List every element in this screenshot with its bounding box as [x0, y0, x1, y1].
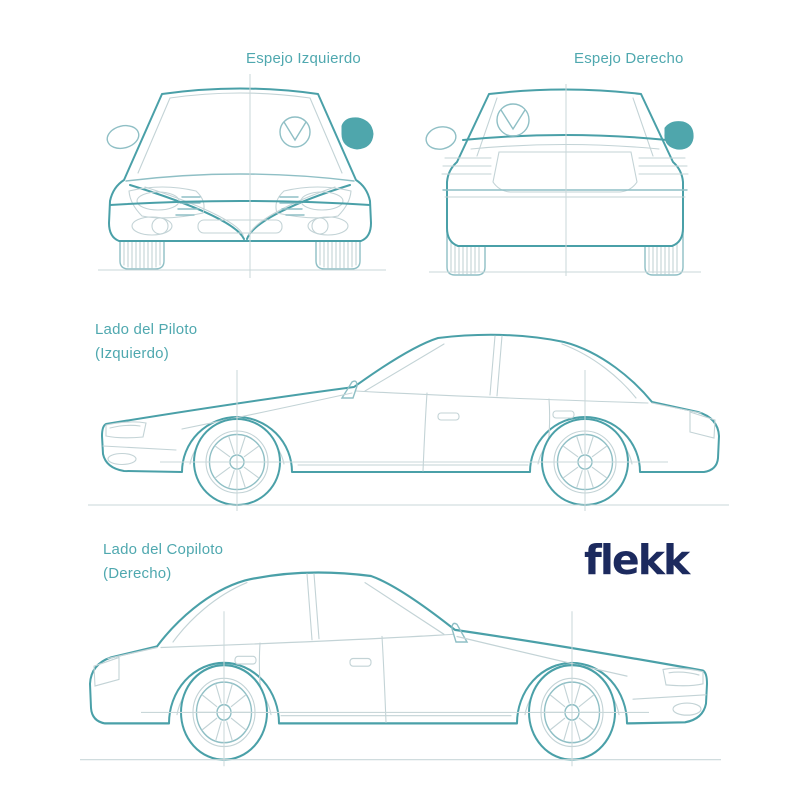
side-view-car [88, 333, 729, 511]
taillight [689, 411, 716, 439]
rear-body-outline [446, 88, 684, 247]
side-body-outline [101, 333, 720, 473]
headlights [128, 186, 352, 219]
rear-left-mirror-outline [425, 126, 457, 150]
front-door-handle [437, 412, 460, 421]
car-driver-side-drawing [88, 333, 729, 511]
car-front-view-drawing [98, 74, 386, 278]
fog-lamps [131, 216, 349, 236]
rear-highlighted-mirror [664, 121, 694, 150]
front-highlighted-mirror [341, 117, 374, 150]
car-passenger-side-drawing [78, 542, 723, 772]
wheel-crosshair-guides [160, 370, 668, 511]
side-mirror [340, 380, 358, 399]
steering-wheel [279, 116, 311, 148]
front-body-outline [108, 87, 372, 242]
taillights [441, 157, 689, 175]
front-view-label: Espejo Izquierdo [246, 50, 361, 67]
rear-door-handle [552, 410, 575, 419]
trunk-lid [492, 151, 638, 193]
passenger-side-label-line2: (Derecho) [103, 565, 172, 582]
driver-side-label-line2: (Izquierdo) [95, 345, 169, 362]
rear-view-label: Espejo Derecho [574, 50, 684, 67]
steering-wheel [496, 103, 530, 137]
driver-side-label-line1: Lado del Piloto [95, 321, 198, 338]
headlight [105, 421, 147, 439]
passenger-side-label-line1: Lado del Copiloto [103, 541, 224, 558]
front-left-mirror-outline [106, 124, 140, 150]
car-rear-view-drawing [425, 84, 701, 276]
flekk-logo: flekk [584, 536, 690, 584]
